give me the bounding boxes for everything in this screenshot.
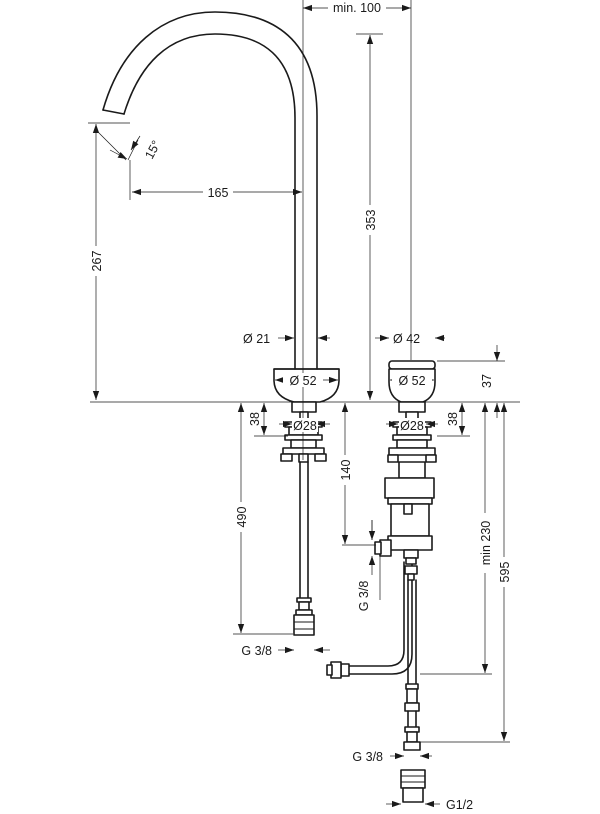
label-dia-21: Ø 21 — [243, 332, 270, 346]
dimension-labels: min. 100 15° 165 353 267 Ø 21 Ø 42 Ø 52 … — [88, 1, 512, 812]
label-dia-52-right: Ø 52 — [398, 374, 425, 388]
label-g38-bottom: G 3/8 — [352, 750, 383, 764]
spout — [102, 11, 318, 370]
label-dia-28-right: Ø28 — [400, 419, 424, 433]
label-min-100: min. 100 — [333, 1, 381, 15]
label-g12: G1/2 — [446, 798, 473, 812]
label-38-right: 38 — [446, 412, 460, 426]
handle-valve — [374, 360, 437, 559]
label-38-left: 38 — [248, 412, 262, 426]
label-37: 37 — [480, 374, 494, 388]
label-490: 490 — [235, 507, 249, 528]
label-angle-15: 15° — [142, 138, 163, 161]
label-g38-left: G 3/8 — [241, 644, 272, 658]
outlet-hose — [326, 557, 417, 679]
label-595: 595 — [498, 562, 512, 583]
label-dia-28-left: Ø28 — [293, 419, 317, 433]
label-g38-vertical: G 3/8 — [357, 581, 371, 612]
label-140: 140 — [339, 460, 353, 481]
label-dia-52-left: Ø 52 — [289, 374, 316, 388]
label-267: 267 — [90, 251, 104, 272]
label-353: 353 — [364, 210, 378, 231]
handle-supply-hose — [400, 565, 426, 803]
label-dia-42: Ø 42 — [393, 332, 420, 346]
left-supply-hose — [293, 461, 315, 636]
label-165: 165 — [208, 186, 229, 200]
label-min-230: min 230 — [479, 521, 493, 566]
